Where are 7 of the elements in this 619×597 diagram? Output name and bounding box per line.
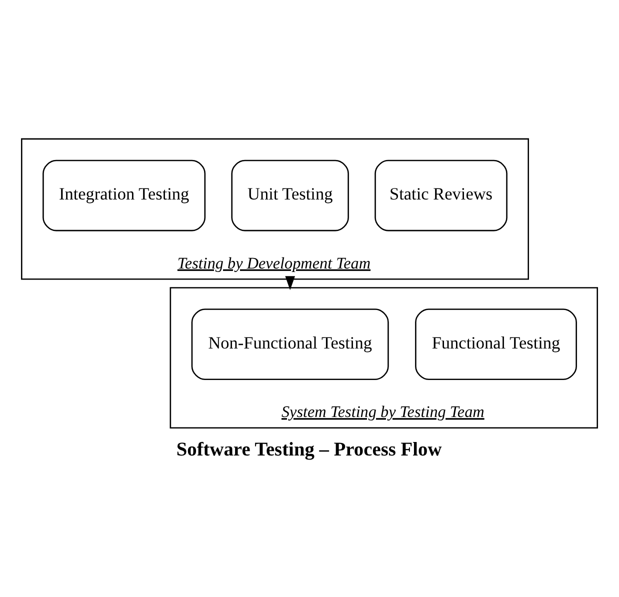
- caption: Software Testing – Process Flow: [176, 439, 442, 460]
- arrow: [285, 276, 295, 290]
- node-box: Static Reviews: [374, 160, 508, 232]
- node-box: Non-Functional Testing: [191, 308, 389, 380]
- node-box: Unit Testing: [231, 160, 349, 232]
- node-box: Functional Testing: [415, 308, 577, 380]
- node-box: Integration Testing: [42, 160, 206, 232]
